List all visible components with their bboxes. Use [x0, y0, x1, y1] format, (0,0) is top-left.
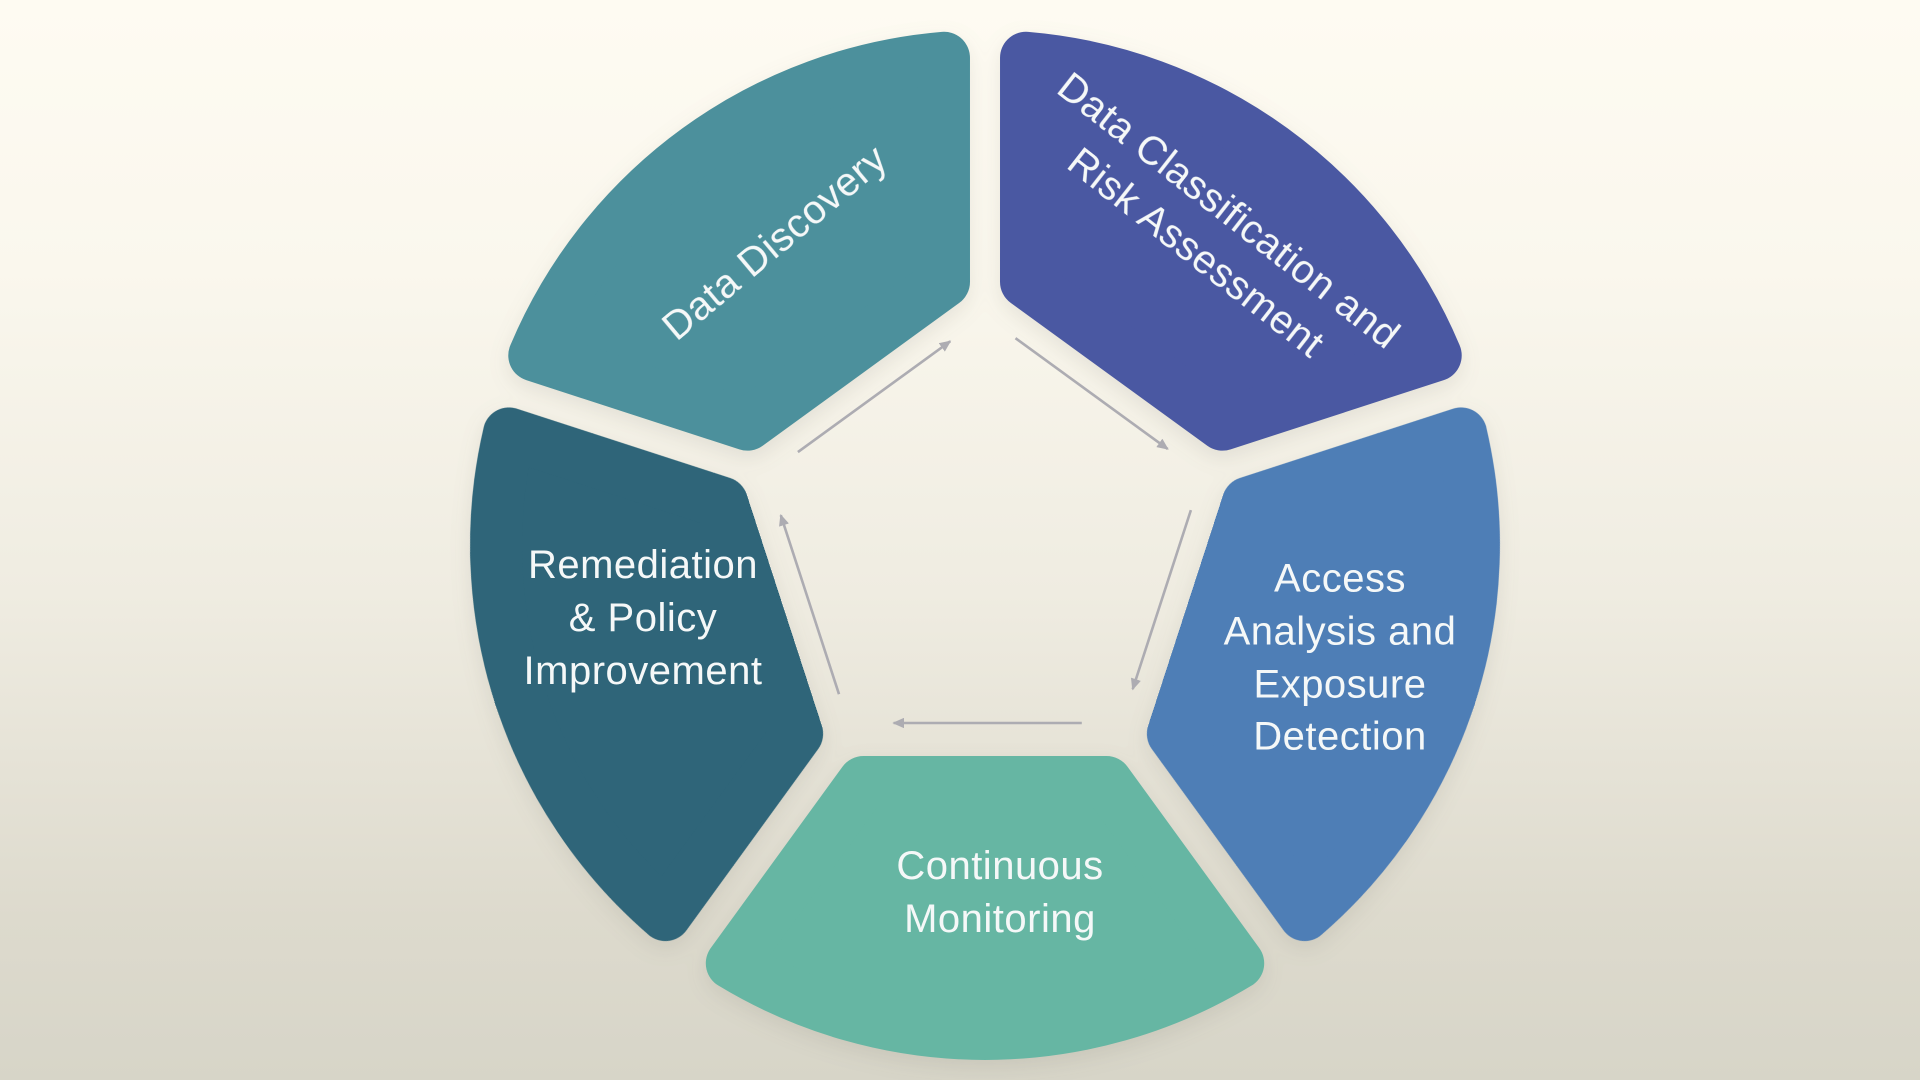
- label-line: Detection: [1253, 714, 1427, 759]
- segment-label-access-analysis: Access Analysis and Exposure Detection: [1224, 552, 1457, 763]
- label-line: Improvement: [523, 648, 763, 693]
- segment-label-remediation: Remediation & Policy Improvement: [524, 539, 763, 697]
- cycle-arrow-right-to-bottom: [1130, 509, 1193, 691]
- label-line: Continuous: [896, 844, 1104, 889]
- label-line: Remediation: [527, 542, 759, 587]
- label-line: Access: [1274, 556, 1406, 601]
- label-line: Monitoring: [904, 897, 1096, 941]
- cycle-arrow-left-to-top: [797, 340, 952, 454]
- label-line: Analysis and: [1223, 609, 1457, 654]
- label-line: Exposure: [1253, 662, 1427, 706]
- segment-label-continuous-monitoring: Continuous Monitoring: [896, 840, 1103, 946]
- label-line: & Policy: [568, 595, 718, 640]
- cycle-arrow-left-up: [779, 513, 841, 695]
- cycle-arrow-top-to-right: [1014, 337, 1169, 451]
